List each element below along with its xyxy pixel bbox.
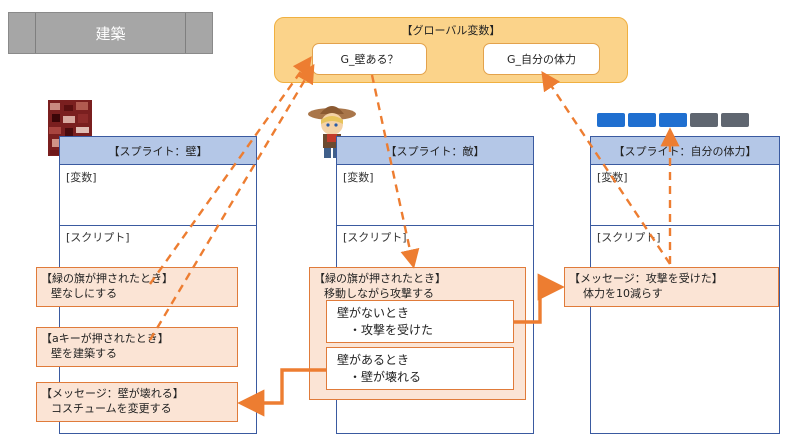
health-meter-segment xyxy=(690,113,718,127)
block-header: 【緑の旗が押されたとき】 xyxy=(314,272,446,285)
block-action: 壁なしにする xyxy=(51,287,118,300)
health-block-message: 【メッセージ：攻撃を受けた】 体力を10減らす xyxy=(564,267,779,307)
block-action: 体力を10減らす xyxy=(583,287,663,300)
button-divider-right xyxy=(185,13,186,53)
arrow-attack-to-health xyxy=(514,273,565,324)
wall-vars-label: [変数] xyxy=(66,171,97,184)
health-meter-segment xyxy=(628,113,656,127)
global-var-wall: G_壁ある？ xyxy=(312,43,427,75)
dashed-arrow-health-to-gvar xyxy=(541,71,671,265)
block-header: 【aキーが押されたとき】 xyxy=(41,332,169,345)
case-condition: 壁がないとき xyxy=(337,306,410,320)
enemy-sprite-image xyxy=(308,106,356,158)
enemy-case-has-wall: 壁があるとき ・壁が壊れる xyxy=(326,347,514,390)
health-script-label: [スクリプト] xyxy=(597,231,661,244)
health-meter xyxy=(597,112,757,128)
global-variables-panel: 【グローバル変数】 G_壁ある？ G_自分の体力 xyxy=(274,17,628,83)
build-button[interactable]: 建築 xyxy=(8,12,213,54)
case-result: ・壁が壊れる xyxy=(349,370,422,384)
sprite-title-health: 【スプライト：自分の体力】 xyxy=(591,137,779,165)
block-action: 壁を建築する xyxy=(51,347,117,360)
wall-script-label: [スクリプト] xyxy=(66,231,130,244)
arrow-wall-break-to-wall xyxy=(237,368,326,417)
enemy-script-label: [スクリプト] xyxy=(343,231,407,244)
wall-block-message: 【メッセージ：壁が壊れる】 コスチュームを変更する xyxy=(36,382,238,422)
enemy-vars-label: [変数] xyxy=(343,171,374,184)
health-meter-segment xyxy=(597,113,625,127)
enemy-case-no-wall: 壁がないとき ・攻撃を受けた xyxy=(326,300,514,343)
wall-block-green-flag: 【緑の旗が押されたとき】 壁なしにする xyxy=(36,267,238,307)
case-result: ・攻撃を受けた xyxy=(349,323,434,337)
button-divider-left xyxy=(35,13,36,53)
sprite-title-wall: 【スプライト：壁】 xyxy=(60,137,256,165)
dashed-arrow-wall-a-key-to-gvar xyxy=(148,63,315,341)
global-var-health: G_自分の体力 xyxy=(483,43,600,75)
block-action: 移動しながら攻撃する xyxy=(324,287,434,300)
case-condition: 壁があるとき xyxy=(337,353,410,367)
block-header: 【メッセージ：壁が壊れる】 xyxy=(41,387,184,400)
dashed-arrow-gvar-to-enemy xyxy=(370,74,420,269)
global-variables-title: 【グローバル変数】 xyxy=(401,24,501,37)
sprite-title-enemy: 【スプライト：敵】 xyxy=(337,137,533,165)
enemy-divider xyxy=(337,225,533,226)
block-action: コスチュームを変更する xyxy=(51,402,172,415)
block-header: 【メッセージ：攻撃を受けた】 xyxy=(569,272,723,285)
block-header: 【緑の旗が押されたとき】 xyxy=(41,272,173,285)
health-meter-segment xyxy=(721,113,749,127)
wall-block-a-key: 【aキーが押されたとき】 壁を建築する xyxy=(36,327,238,367)
health-meter-segment xyxy=(659,113,687,127)
dashed-arrow-wall-flag-to-gvar xyxy=(149,56,312,285)
wall-divider xyxy=(60,225,256,226)
health-divider xyxy=(591,225,779,226)
build-button-label: 建築 xyxy=(95,24,126,43)
